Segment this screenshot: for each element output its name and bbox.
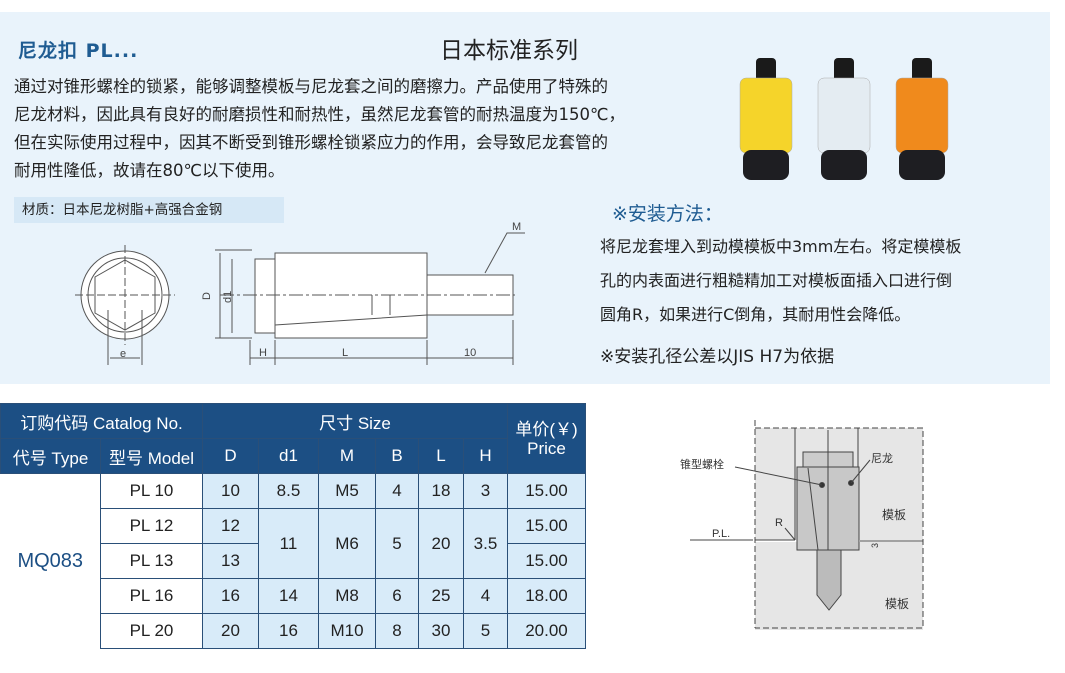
label-H: H [259, 347, 267, 359]
nylon-latch-product [895, 58, 949, 180]
cell-B: 5 [375, 508, 419, 579]
cell-L: 25 [418, 578, 464, 614]
label-10: 10 [464, 347, 476, 359]
cell-model: PL 10 [100, 473, 203, 509]
cell-B: 8 [375, 613, 419, 649]
label-nylon: 尼龙 [871, 452, 893, 465]
label-bolt: 锥型螺栓 [680, 457, 724, 471]
header-M: M [318, 438, 376, 474]
cell-H: 4 [463, 578, 508, 614]
installation-title: ※安装方法： [612, 203, 723, 225]
cell-L: 20 [418, 508, 464, 579]
desc-line: 通过对锥形螺栓的锁紧，能够调整模板与尼龙套之间的磨擦力。产品使用了特殊的 [14, 77, 608, 96]
cell-L: 18 [418, 473, 464, 509]
label-d1: d1 [222, 291, 234, 303]
cell-H: 3.5 [463, 508, 508, 579]
cell-D: 20 [202, 613, 259, 649]
label-r: R [775, 517, 783, 529]
installation-text: 将尼龙套埋入到动模模板中3mm左右。将定模模板 孔的内表面进行粗糙精加工对模板面… [600, 230, 1040, 332]
cell-price: 15.00 [507, 508, 586, 544]
header-B: B [375, 438, 419, 474]
cell-B: 4 [375, 473, 419, 509]
header-D: D [202, 438, 259, 474]
material-label: 材质：日本尼龙树脂+高强合金钢 [14, 197, 284, 223]
cell-B: 6 [375, 578, 419, 614]
nylon-latch-product [739, 58, 793, 180]
header-model: 型号 Model [100, 438, 203, 474]
cell-price: 18.00 [507, 578, 586, 614]
label-M: M [512, 221, 521, 233]
installation-note: ※安装孔径公差以JIS H7为依据 [600, 347, 835, 367]
cell-price: 15.00 [507, 473, 586, 509]
header-d1: d1 [258, 438, 319, 474]
cell-M: M5 [318, 473, 376, 509]
cell-d1: 8.5 [258, 473, 319, 509]
series-title: 日本标准系列 [440, 38, 578, 64]
cell-model: PL 16 [100, 578, 203, 614]
cell-price: 15.00 [507, 543, 586, 579]
inst-line: 将尼龙套埋入到动模模板中3mm左右。将定模模板 [600, 237, 962, 256]
cell-D: 10 [202, 473, 259, 509]
product-title: 尼龙扣 PL... [18, 40, 139, 62]
cell-L: 30 [418, 613, 464, 649]
cell-M: M6 [318, 508, 376, 579]
label-D: D [201, 292, 213, 300]
cell-D: 12 [202, 508, 259, 544]
cell-model: PL 20 [100, 613, 203, 649]
label-gap: 3 [870, 543, 880, 548]
header-type: 代号 Type [0, 438, 101, 474]
header-price: 单价(￥) Price [507, 403, 586, 474]
cell-d1: 11 [258, 508, 319, 579]
desc-line: 耐用性隆低，故请在80℃以下使用。 [14, 161, 285, 180]
label-plate-top: 模板 [882, 508, 906, 522]
table-row: PL 13 13 15.00 [1, 543, 586, 579]
type-code: MQ083 [0, 473, 101, 649]
header-catalog: 订购代码 Catalog No. [0, 403, 203, 439]
product-description: 通过对锥形螺栓的锁紧，能够调整模板与尼龙套之间的磨擦力。产品使用了特殊的 尼龙材… [14, 73, 704, 185]
header-L: L [418, 438, 464, 474]
cell-M: M8 [318, 578, 376, 614]
label-e: e [120, 348, 126, 360]
spec-table: 订购代码 Catalog No. 尺寸 Size 单价(￥) Price 代号 … [0, 403, 586, 649]
header-H: H [463, 438, 508, 474]
table-row: MQ083 PL 10 10 8.5 M5 4 18 3 15.00 [0, 473, 586, 649]
product-photo [739, 58, 949, 180]
cell-H: 5 [463, 613, 508, 649]
desc-line: 尼龙材料，因此具有良好的耐磨损性和耐热性，虽然尼龙套管的耐热温度为150℃， [14, 105, 626, 124]
label-pl: P.L. [712, 528, 730, 540]
header-size: 尺寸 Size [202, 403, 508, 439]
cell-price: 20.00 [507, 613, 586, 649]
cell-model: PL 12 [100, 508, 203, 544]
cell-d1: 14 [258, 578, 319, 614]
dimension-drawing: e D d1 H L 10 M [75, 221, 525, 365]
label-L: L [342, 347, 348, 359]
cell-M: M10 [318, 613, 376, 649]
inst-line: 圆角R，如果进行C倒角，其耐用性会降低。 [600, 305, 911, 324]
nylon-latch-product [817, 58, 871, 180]
table-row: PL 16 16 14 M8 6 25 4 18.00 [1, 578, 586, 614]
desc-line: 但在实际使用过程中，因其不断受到锥形螺栓锁紧应力的作用，会导致尼龙套管的 [14, 133, 608, 152]
installation-drawing: 锥型螺栓 尼龙 模板 模板 P.L. R 3 [680, 420, 924, 630]
table-row: PL 20 20 16 M10 8 30 5 20.00 [1, 613, 586, 649]
cell-H: 3 [463, 473, 508, 509]
cell-model: PL 13 [100, 543, 203, 579]
cell-d1: 16 [258, 613, 319, 649]
cell-D: 13 [202, 543, 259, 579]
table-row: PL 12 12 11 M6 5 20 3.5 15.00 [1, 508, 586, 579]
inst-line: 孔的内表面进行粗糙精加工对模板面插入口进行倒 [600, 271, 953, 290]
cell-D: 16 [202, 578, 259, 614]
label-plate-bottom: 模板 [885, 597, 909, 611]
